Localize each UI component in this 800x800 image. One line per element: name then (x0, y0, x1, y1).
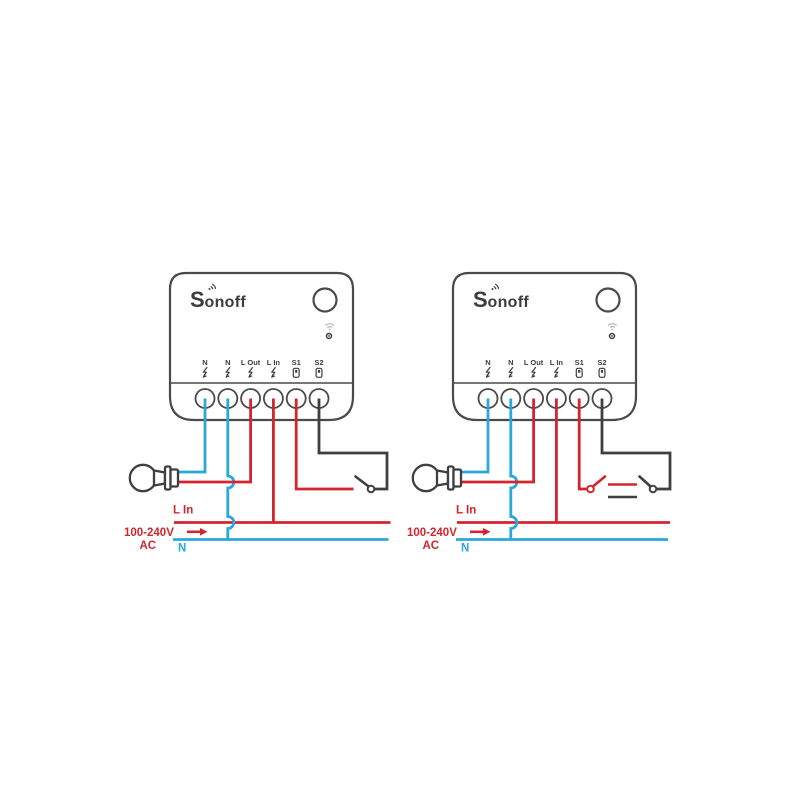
bulb-neck (435, 469, 450, 487)
brand-logo-rest: onoff (488, 294, 530, 311)
brand-logo-first: S (190, 287, 205, 312)
terminal-label-n2: N (225, 358, 230, 367)
wire-n1-to-bulb (461, 398, 490, 474)
wifi-icon (607, 323, 618, 331)
logo-signal-icon (491, 283, 500, 290)
supply-voltage-label: 100-240V (124, 527, 174, 539)
lightning-icon (248, 366, 254, 378)
switch-pivot (366, 484, 376, 494)
light-bulb (411, 463, 463, 493)
smart-switch-device: S onoff N N L Out L (451, 271, 638, 422)
device-body (451, 271, 638, 422)
wire-s1-to-switch (294, 398, 354, 491)
terminal-label-n1: N (202, 358, 207, 367)
wire-s2-to-switch (600, 398, 672, 491)
smart-switch-device: S onoff N N L Out L (168, 271, 355, 422)
terminal-label-s2: S2 (314, 358, 323, 367)
flow-arrow-icon (470, 528, 491, 536)
diagram-two-way-switches: S onoff N N L Out L (407, 271, 672, 555)
pairing-button (595, 287, 621, 313)
bulb-glass (411, 463, 441, 493)
wire-lout-to-bulb (178, 398, 252, 484)
switch-one-pivot (586, 484, 595, 494)
bulb-neck (152, 469, 167, 487)
terminal-label-lin: L In (550, 358, 564, 367)
lightning-icon (225, 366, 231, 378)
led-indicator (325, 332, 333, 340)
brand-logo-rest: onoff (205, 294, 247, 311)
switch-icon (598, 367, 606, 378)
single-switch (354, 475, 376, 494)
supply-voltage-label: 100-240V (407, 527, 457, 539)
switch-icon (292, 367, 300, 378)
terminal-label-lout: L Out (241, 358, 261, 367)
supply-current-label: AC (140, 540, 157, 552)
bulb-base-tip (452, 468, 463, 488)
lightning-icon (485, 366, 491, 378)
terminal-label-n2: N (508, 358, 513, 367)
led-indicator (608, 332, 616, 340)
wifi-icon (324, 323, 335, 331)
lightning-icon (202, 366, 208, 378)
supply-line-label: L In (173, 505, 193, 517)
brand-logo: S onoff (190, 283, 247, 312)
lightning-icon (508, 366, 514, 378)
lightning-icon (554, 366, 559, 378)
flow-arrow-icon (187, 528, 208, 536)
switch-icon (315, 367, 323, 378)
terminal-label-s1: S1 (292, 358, 301, 367)
diagram-single-switch: S onoff N N L Out L (124, 271, 391, 555)
wire-n1-to-bulb (178, 398, 207, 474)
lightning-icon (531, 366, 537, 378)
supply-neutral-label: N (178, 543, 186, 555)
brand-logo-first: S (473, 287, 488, 312)
wire-s2-to-switch (317, 398, 389, 491)
wire-n2-to-supply (509, 398, 519, 540)
switch-one-lever (592, 475, 607, 488)
terminal-label-lout: L Out (524, 358, 544, 367)
switch-icon (575, 367, 583, 378)
switch-two-pivot (648, 484, 658, 494)
switch-lever (354, 475, 370, 488)
wire-n2-to-supply (226, 398, 236, 540)
light-bulb (128, 463, 180, 493)
bulb-base-tip (169, 468, 180, 488)
logo-signal-icon (208, 283, 217, 290)
wire-lout-to-bulb (461, 398, 535, 484)
supply-current-label: AC (423, 540, 440, 552)
terminal-label-s2: S2 (597, 358, 606, 367)
supply-line-label: L In (456, 505, 476, 517)
two-way-switch-pair (586, 475, 658, 499)
lightning-icon (271, 366, 276, 378)
device-body (168, 271, 355, 422)
bulb-glass (128, 463, 158, 493)
wire-s1-to-switch (577, 398, 587, 491)
pairing-button (312, 287, 338, 313)
brand-logo: S onoff (473, 283, 530, 312)
switch-two-lever (638, 475, 652, 488)
terminal-label-n1: N (485, 358, 490, 367)
terminal-label-s1: S1 (575, 358, 584, 367)
supply-neutral-label: N (461, 543, 469, 555)
terminal-label-lin: L In (267, 358, 281, 367)
